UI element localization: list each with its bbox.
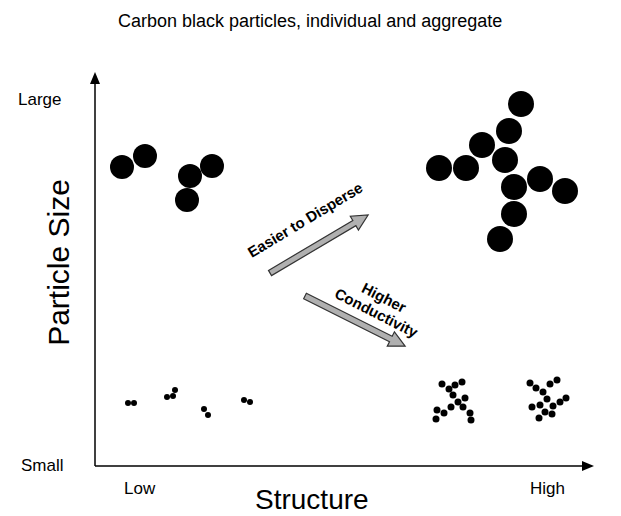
small-aggregate (433, 377, 570, 424)
diagram-title: Carbon black particles, individual and a… (118, 12, 502, 32)
axis-arrowhead (582, 461, 594, 471)
axis-tick-label: Small (21, 457, 64, 476)
axes (95, 82, 584, 466)
axis-title: Structure (255, 485, 369, 516)
axis-tick-label: Large (18, 91, 61, 110)
axis-tick-label: High (530, 480, 565, 499)
axis-tick-label: Low (124, 480, 155, 499)
small-particles (125, 387, 253, 418)
large-aggregate (426, 91, 578, 252)
large-particles (110, 144, 224, 212)
axis-arrowhead (90, 72, 100, 84)
axis-title: Particle Size (42, 179, 75, 346)
